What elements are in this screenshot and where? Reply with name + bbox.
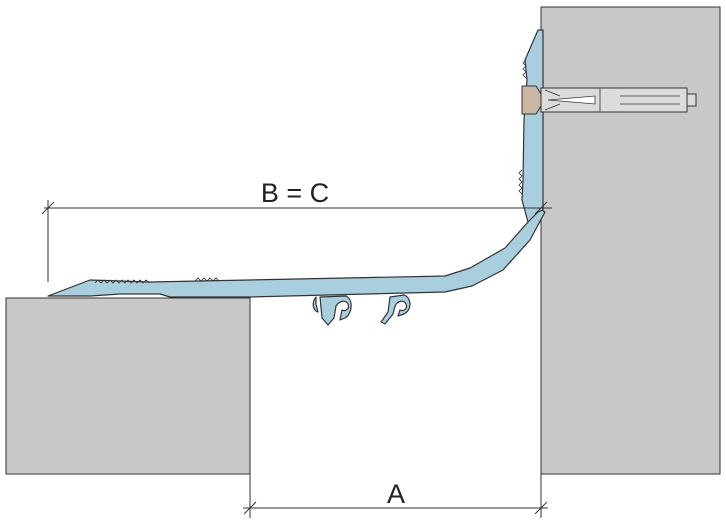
- dimension-label-a: A: [387, 479, 405, 509]
- profile-bulb-right: [380, 294, 411, 325]
- anchor-tip: [686, 93, 697, 107]
- profile-bulb-left: [312, 295, 352, 326]
- profile-wall-flange: [521, 29, 544, 223]
- profile-floor-flange: [47, 207, 546, 298]
- anchor-washer: [521, 85, 542, 115]
- floor-slab: [5, 297, 251, 475]
- dimension-b-equals-c: [41, 200, 552, 282]
- wall-block: [540, 6, 721, 475]
- wall-anchor: [521, 85, 697, 115]
- dimension-label-b-c: B = C: [261, 178, 329, 208]
- profile-serrations: [94, 59, 527, 284]
- dimension-a: [243, 474, 548, 518]
